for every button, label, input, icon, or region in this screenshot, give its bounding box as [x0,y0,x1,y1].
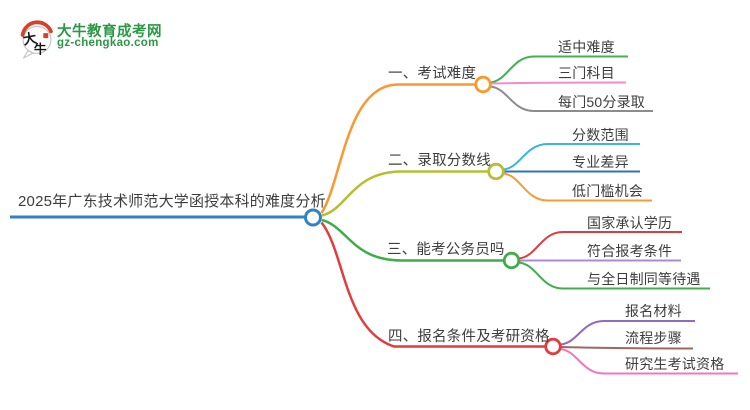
subtopic-3-1-label: 国家承认学历 [587,215,673,231]
subtopic-4-1-label: 报名材料 [625,303,682,319]
subtopic-2-3-line [503,172,652,202]
branch-1-lines [320,55,653,214]
subtopic-1-3-label: 每门50分录取 [558,94,645,110]
branch-1-label: 一、考试难度 [388,66,477,82]
subtopic-1-3-line [490,85,653,112]
daniu-logo-icon: 大 牛 [20,20,53,59]
logo-seal [43,33,49,39]
branch-1-node-circle [474,75,492,94]
root-node-circle [304,208,322,227]
subtopic-4-1-line [560,320,695,346]
subtopic-4-3-label: 研究生考试资格 [625,356,725,372]
branch-2-line [321,170,489,217]
subtopic-3-1-line [518,231,682,260]
subtopic-2-1-label: 分数范围 [572,127,629,143]
branch-1-line [320,83,476,214]
branch-3-line [321,218,504,262]
branch-3-node-circle [502,251,521,270]
subtopic-2-3-label: 低门槛机会 [572,183,643,199]
subtopic-3-3-label: 与全日制同等待遇 [587,271,701,287]
subtopic-1-1-line [490,55,628,84]
subtopic-2-2-label: 专业差异 [572,154,629,170]
branch-2-lines [321,143,652,217]
branch-3-label: 三、能考公务员吗 [387,242,505,258]
logo-char-top: 大 [22,29,39,47]
site-name: 大牛教育成考网 [57,24,162,40]
branch-2-label: 二、录取分数线 [388,153,491,169]
branch-3-lines [321,218,710,290]
root-node-lines [10,208,322,227]
branch-4-line [320,221,546,348]
site-domain: gz-chengkao.com [57,37,159,49]
subtopic-4-2-line [560,346,694,350]
logo-red-arc [20,20,53,37]
subtopic-2-1-line [503,143,640,171]
logo-char-bottom: 牛 [34,41,47,56]
site-logo: 大 牛 大牛教育成考网 gz-chengkao.com [19,16,239,62]
subtopic-1-2-label: 三门科目 [558,65,615,81]
branch-4-lines [320,221,738,375]
subtopic-3-2-label: 符合报考条件 [587,243,673,259]
branch-4-node-circle [544,337,562,356]
branch-4-label: 四、报名条件及考研资格 [388,329,550,345]
subtopic-4-3-line [560,348,738,375]
subtopic-4-2-label: 流程步骤 [625,330,682,346]
subtopic-1-2-line [490,81,627,85]
subtopic-3-3-line [518,261,710,290]
subtopic-1-1-label: 适中难度 [558,39,615,55]
branch-2-node-circle [487,162,505,181]
speech-bubble-tail [22,50,34,59]
root-topic-label: 2025年广东技术师范大学函授本科的难度分析 [18,193,326,210]
